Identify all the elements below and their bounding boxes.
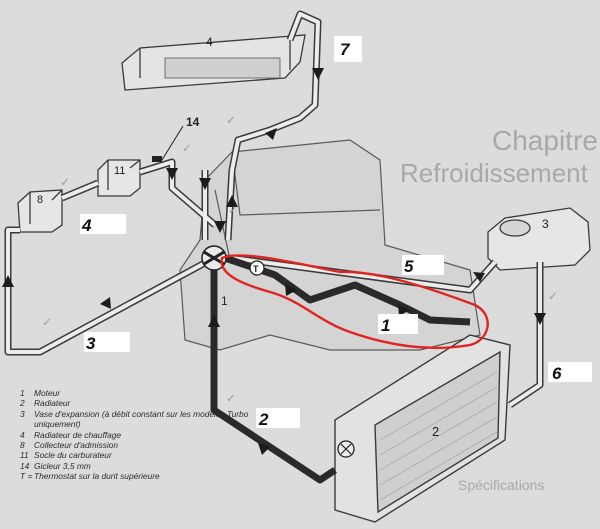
legend-number: T = — [20, 471, 33, 482]
component-number-14: 14 — [186, 115, 200, 129]
callout-tag-5: 5 — [402, 255, 444, 276]
check-mark: ✓ — [182, 141, 192, 155]
carburettor-base — [97, 159, 141, 197]
main-coolant-hoses — [210, 254, 471, 484]
background-heading-1: Chapitre 2 — [492, 125, 600, 156]
legend-text: Radiateur — [34, 398, 71, 409]
flow-arrows — [2, 68, 546, 455]
legend-item: 4 Radiateur de chauffage — [20, 430, 250, 440]
intake-manifold — [17, 189, 63, 233]
legend-number: 14 — [20, 460, 30, 471]
callout-tag-1: 1 — [378, 314, 418, 335]
component-number-8: 8 — [37, 194, 43, 206]
expansion-tank — [487, 207, 591, 271]
callout-label: 2 — [258, 410, 269, 429]
jet-restrictor — [152, 156, 162, 162]
legend-item: 11 Socle du carburateur — [20, 450, 250, 460]
callout-label: 3 — [86, 334, 96, 353]
legend-number: 4 — [20, 429, 25, 440]
check-mark: ✓ — [228, 203, 238, 217]
legend-item: 3 Vase d'expansion (à débit constant sur … — [20, 409, 250, 430]
thermostat-symbol: T — [253, 264, 259, 274]
callout-tag-2: 2 — [256, 408, 300, 429]
legend-text: Collecteur d'admission — [34, 440, 118, 451]
callout-label: 7 — [340, 40, 351, 59]
red-annotation-loop — [220, 254, 489, 350]
radiator-fins — [379, 371, 498, 501]
check-mark: ✓ — [60, 175, 70, 189]
legend-item: 8 Collecteur d'admission — [20, 440, 250, 450]
legend-number: 2 — [20, 398, 25, 409]
component-number-1: 1 — [221, 294, 228, 308]
check-mark: ✓ — [42, 315, 52, 329]
jet-leader-line — [161, 125, 184, 161]
legend: 1 Moteur 2 Radiateur 3 Vase d'expansion (à … — [20, 388, 250, 482]
legend-number: 8 — [20, 440, 25, 451]
legend-number: 1 — [20, 388, 25, 398]
callout-tag-7: 7 — [334, 36, 362, 62]
legend-item: 14 Gicleur 3,5 mm — [20, 461, 250, 471]
radiator — [334, 334, 511, 523]
callout-label: 1 — [381, 316, 390, 335]
legend-item: T =Thermostat sur la durit supérieure — [20, 471, 250, 481]
callout-tag-6: 6 — [548, 362, 592, 383]
component-number-3: 3 — [542, 217, 549, 231]
check-mark: ✓ — [226, 391, 236, 405]
legend-text: Moteur — [34, 388, 61, 398]
component-number-11: 11 — [114, 165, 125, 177]
component-number-4: 4 — [206, 35, 213, 49]
check-mark: ✓ — [548, 289, 558, 303]
component-number-2: 2 — [432, 424, 439, 439]
legend-number: 11 — [20, 450, 29, 461]
callout-tag-3: 3 — [84, 332, 130, 353]
drain-plug-cross-icon — [340, 443, 352, 455]
callout-tag-4: 4 — [80, 214, 126, 235]
background-heading-2: Refroidissement — [400, 158, 589, 188]
callout-label: 5 — [404, 257, 414, 276]
legend-text: Socle du carburateur — [34, 450, 112, 461]
background-heading-3: Spécifications — [458, 477, 544, 493]
heater-radiator — [121, 34, 306, 91]
legend-text: Thermostat sur la durit supérieure — [34, 471, 160, 482]
legend-item: 1 Moteur — [20, 388, 250, 398]
check-marks: ✓ ✓ ✓ ✓ ✓ ✓ ✓ — [42, 113, 558, 405]
legend-text: Gicleur 3,5 mm — [34, 460, 91, 471]
legend-item: 2 Radiateur — [20, 398, 250, 408]
legend-text: Radiateur de chauffage — [34, 429, 122, 440]
callout-label: 6 — [552, 364, 562, 383]
thermostat — [249, 260, 265, 276]
legend-text: Vase d'expansion (à débit constant sur l… — [34, 408, 249, 430]
legend-number: 3 — [20, 408, 25, 419]
check-mark: ✓ — [226, 113, 236, 127]
callout-label: 4 — [81, 216, 92, 235]
